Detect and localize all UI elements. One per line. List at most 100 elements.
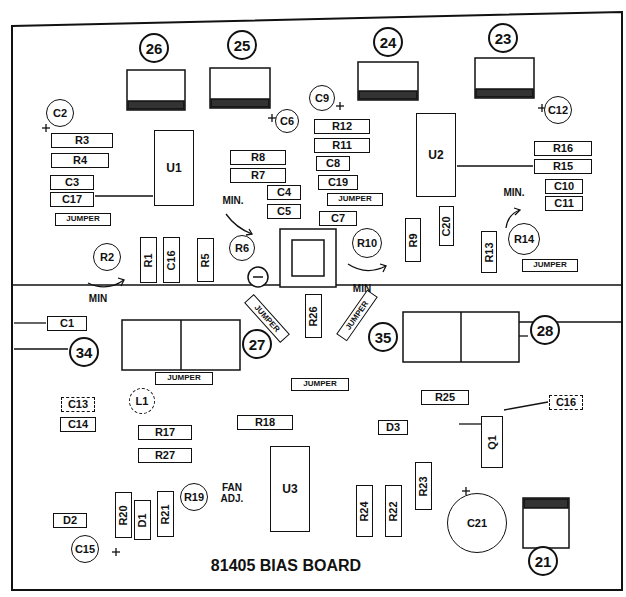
part-label: JUMPER: [303, 380, 336, 388]
round-component: C21: [447, 493, 507, 553]
jumper-link: JUMPER: [327, 193, 383, 206]
min-arrow: [88, 208, 520, 287]
component-outline: R23: [415, 462, 432, 510]
component-outline: C20: [439, 206, 454, 246]
round-component: R6: [229, 235, 255, 261]
component-outline: R25: [421, 390, 469, 405]
part-label: C20: [441, 216, 452, 236]
component-outline: R26: [305, 294, 322, 338]
callout-number: 21: [528, 546, 558, 576]
part-label: C16: [166, 250, 177, 270]
part-label: R7: [251, 170, 265, 181]
component-outline: R27: [138, 448, 192, 463]
part-label: JUMPER: [344, 299, 370, 331]
part-label: R24: [359, 501, 370, 521]
callout-number: 24: [373, 27, 403, 57]
board-title: 81405 BIAS BOARD: [211, 557, 361, 575]
adjust-note: MIN: [353, 283, 371, 294]
ic-package: U2: [416, 113, 456, 197]
part-label: JUMPER: [338, 195, 371, 203]
part-label: C14: [68, 419, 88, 430]
component-outline: R12: [314, 119, 370, 134]
component-outline: D1: [134, 500, 151, 540]
round-component: C9: [309, 85, 335, 111]
callout-number: 34: [69, 337, 99, 367]
part-label: 24: [380, 35, 397, 50]
part-label: 25: [234, 38, 251, 53]
part-label: R8: [251, 152, 265, 163]
callout-number: 23: [488, 23, 518, 53]
part-label: C3: [65, 177, 79, 188]
part-label: L1: [136, 396, 149, 407]
component-outline: Q1: [481, 416, 503, 468]
component-outline: C1: [47, 316, 87, 331]
part-label: Q1: [487, 435, 498, 450]
round-component: C12: [544, 96, 572, 124]
part-label: C12: [548, 105, 568, 116]
ic-package: U3: [270, 446, 310, 532]
part-label: R19: [184, 492, 204, 503]
part-label: C13: [68, 399, 88, 410]
round-component: C15: [71, 535, 99, 563]
adjust-note: FAN ADJ.: [216, 482, 248, 504]
board-outline: [12, 12, 622, 590]
callout-number: 35: [368, 322, 398, 352]
part-label: C17: [62, 194, 82, 205]
part-label: R26: [308, 306, 319, 326]
part-label: R6: [235, 243, 249, 254]
part-label: 28: [537, 323, 554, 338]
callout-number: 26: [139, 33, 169, 63]
trace: [14, 166, 621, 424]
jumper-link: JUMPER: [522, 259, 578, 272]
callout-number: 27: [242, 329, 272, 359]
part-label: C2: [53, 108, 67, 119]
part-label: U2: [428, 149, 443, 161]
polarity-mark: [42, 102, 546, 556]
part-label: C1: [60, 318, 74, 329]
connector-block: [127, 58, 569, 548]
part-label: R25: [435, 392, 455, 403]
component-outline: R8: [230, 150, 286, 165]
part-label: R3: [75, 135, 89, 146]
component-outline: R7: [230, 168, 286, 183]
component-outline: R24: [356, 485, 373, 537]
part-label: 27: [249, 337, 266, 352]
round-component: R10: [352, 228, 382, 258]
component-outline: R4: [51, 153, 109, 168]
component-outline: R1: [140, 237, 157, 283]
component-outline: C5: [267, 204, 301, 219]
component-outline: C3: [50, 175, 94, 190]
part-label: R9: [408, 233, 419, 247]
part-label: U1: [166, 162, 181, 174]
ic-package: U1: [154, 130, 194, 206]
part-label: 35: [375, 330, 392, 345]
component-outline: R11: [314, 138, 370, 153]
part-label: C7: [331, 213, 345, 224]
part-label: R20: [118, 505, 129, 525]
component-outline: R18: [237, 415, 293, 430]
jumper-link: JUMPER: [155, 372, 213, 385]
part-label: D2: [63, 515, 77, 526]
part-label: C11: [554, 198, 574, 209]
component-outline: D3: [378, 420, 408, 435]
component-outline: C14: [60, 417, 96, 432]
part-label: R13: [484, 242, 495, 262]
round-component: R2: [93, 243, 121, 271]
adjust-note: MIN.: [222, 195, 243, 206]
part-label: R4: [73, 155, 87, 166]
part-label: C5: [277, 206, 291, 217]
component-outline: C16: [549, 395, 583, 410]
part-label: 26: [146, 41, 163, 56]
component-outline: D2: [53, 513, 87, 528]
component-outline: R21: [157, 491, 174, 537]
jumper-link: JUMPER: [55, 213, 111, 226]
part-label: JUMPER: [533, 261, 566, 269]
round-component: C6: [275, 109, 299, 133]
part-label: D3: [386, 422, 400, 433]
part-label: C8: [326, 158, 340, 169]
part-label: R22: [388, 501, 399, 521]
part-label: R23: [418, 476, 429, 496]
part-label: R18: [255, 417, 275, 428]
